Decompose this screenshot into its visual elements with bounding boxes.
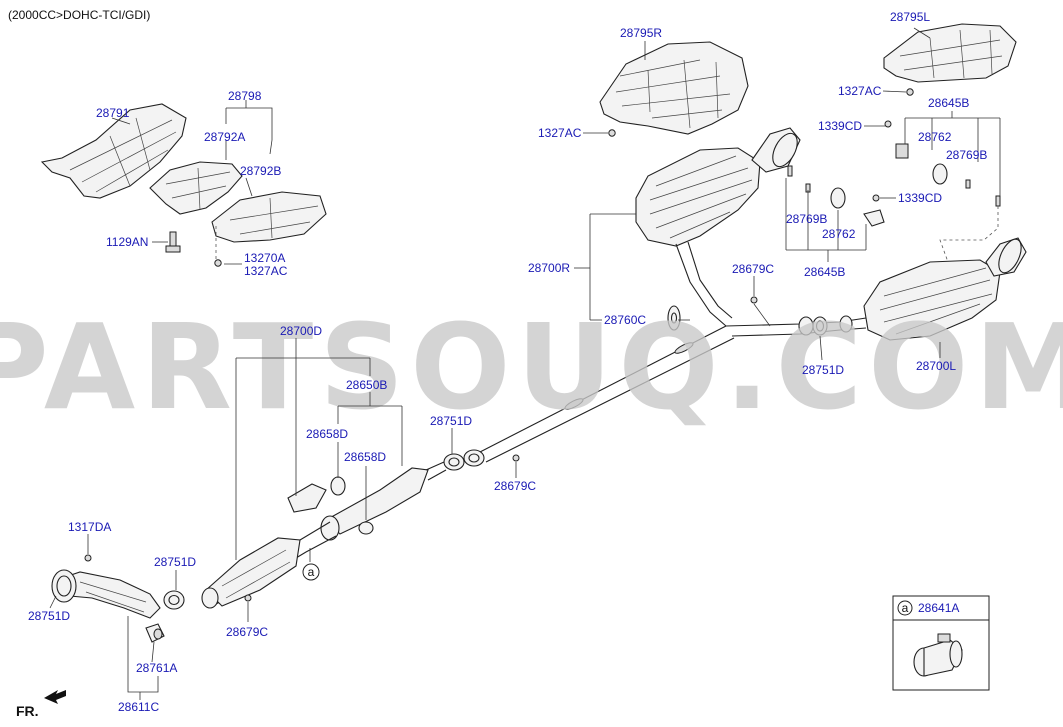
label-28751d-d[interactable]: 28751D (28, 609, 70, 623)
label-1317da[interactable]: 1317DA (68, 520, 111, 534)
inset-marker (897, 600, 913, 616)
inset-marker-text: a (902, 601, 909, 615)
hanger-28760c[interactable] (667, 305, 681, 331)
label-28751d-a[interactable]: 28751D (802, 363, 844, 377)
hanger-28658d-lower[interactable] (358, 521, 374, 535)
gasket-28751d-right[interactable] (798, 316, 828, 336)
front-pipe-28700d[interactable] (201, 521, 337, 609)
label-13270a[interactable]: 13270A (244, 251, 285, 265)
callout-marker-a-text: a (308, 565, 315, 579)
gasket-28751d-front-a[interactable] (163, 590, 185, 610)
label-28679c-b[interactable]: 28679C (494, 479, 536, 493)
bolt-1327ac-right[interactable] (608, 129, 616, 137)
heat-protector-28795r[interactable] (599, 41, 749, 135)
label-28700l[interactable]: 28700L (916, 359, 956, 373)
front-direction-label: FR. (16, 703, 39, 719)
heat-protector-28791[interactable] (40, 103, 187, 199)
label-1327ac-c[interactable]: 1327AC (244, 264, 288, 278)
front-exhaust-pipe-28611c[interactable] (51, 569, 161, 619)
bolt-1317da[interactable] (84, 554, 92, 562)
label-28679c-c[interactable]: 28679C (226, 625, 268, 639)
engine-spec-label: (2000CC>DOHC-TCI/GDI) (8, 8, 150, 22)
label-1327ac-a[interactable]: 1327AC (538, 126, 582, 140)
label-28769b-a[interactable]: 28769B (946, 148, 987, 162)
rear-muffler-28700r[interactable] (635, 127, 802, 327)
hanger-28761a[interactable] (145, 623, 165, 643)
label-28641a[interactable]: 28641A (918, 601, 959, 615)
watermark: PARTSOUQ.COM (0, 298, 1063, 436)
bolt-1129an[interactable] (165, 231, 181, 253)
label-28792b[interactable]: 28792B (240, 164, 281, 178)
label-28769b-b[interactable]: 28769B (786, 212, 827, 226)
label-28650b[interactable]: 28650B (346, 378, 387, 392)
front-arrow-icon (44, 690, 66, 704)
label-28611c[interactable]: 28611C (118, 700, 159, 714)
label-28751d-b[interactable]: 28751D (430, 414, 472, 428)
label-1327ac-b[interactable]: 1327AC (838, 84, 882, 98)
label-28795r[interactable]: 28795R (620, 26, 662, 40)
bolt-28679c-front[interactable] (244, 594, 252, 602)
label-28798[interactable]: 28798 (228, 89, 262, 103)
label-28762-b[interactable]: 28762 (822, 227, 856, 241)
label-28658d-a[interactable]: 28658D (306, 427, 348, 441)
label-28700r[interactable]: 28700R (528, 261, 570, 275)
nut-13270a[interactable] (214, 259, 222, 267)
flange-right[interactable] (839, 315, 853, 333)
label-28645b-top[interactable]: 28645B (928, 96, 969, 110)
label-28658d-b[interactable]: 28658D (344, 450, 386, 464)
label-28751d-c[interactable]: 28751D (154, 555, 196, 569)
heat-protector-28795l[interactable] (883, 23, 1017, 83)
label-28792a[interactable]: 28792A (204, 130, 245, 144)
heat-protector-28792b[interactable] (211, 191, 327, 243)
label-28760c[interactable]: 28760C (604, 313, 646, 327)
bolt-28679c-center[interactable] (512, 454, 520, 462)
label-1129an[interactable]: 1129AN (106, 235, 148, 249)
inset-box-28641a[interactable]: a 28641A (892, 595, 990, 691)
heat-shield-small[interactable] (287, 483, 327, 513)
bolt-1327ac-left[interactable] (906, 88, 914, 96)
gasket-28751d-center[interactable] (443, 453, 465, 471)
label-28679c-a[interactable]: 28679C (732, 262, 774, 276)
label-28791[interactable]: 28791 (96, 106, 130, 120)
flange-center[interactable] (463, 449, 485, 467)
callout-marker-a (302, 563, 320, 581)
label-28761a[interactable]: 28761A (136, 661, 177, 675)
center-muffler-28650b[interactable] (320, 461, 447, 541)
label-1339cd-b[interactable]: 1339CD (898, 191, 942, 205)
label-1339cd-a[interactable]: 1339CD (818, 119, 862, 133)
label-28762-a[interactable]: 28762 (918, 130, 952, 144)
heat-protector-28792a[interactable] (149, 161, 243, 215)
label-28795l[interactable]: 28795L (890, 10, 930, 24)
bolt-28679c-right[interactable] (750, 296, 758, 304)
hanger-28658d-upper[interactable] (330, 476, 346, 496)
rear-muffler-28700l[interactable] (839, 236, 1027, 341)
label-28700d[interactable]: 28700D (280, 324, 322, 338)
label-28645b-bottom[interactable]: 28645B (804, 265, 845, 279)
pipe-clamp-icon (913, 633, 963, 677)
hanger-bracket-set-28645b[interactable] (787, 120, 1001, 227)
